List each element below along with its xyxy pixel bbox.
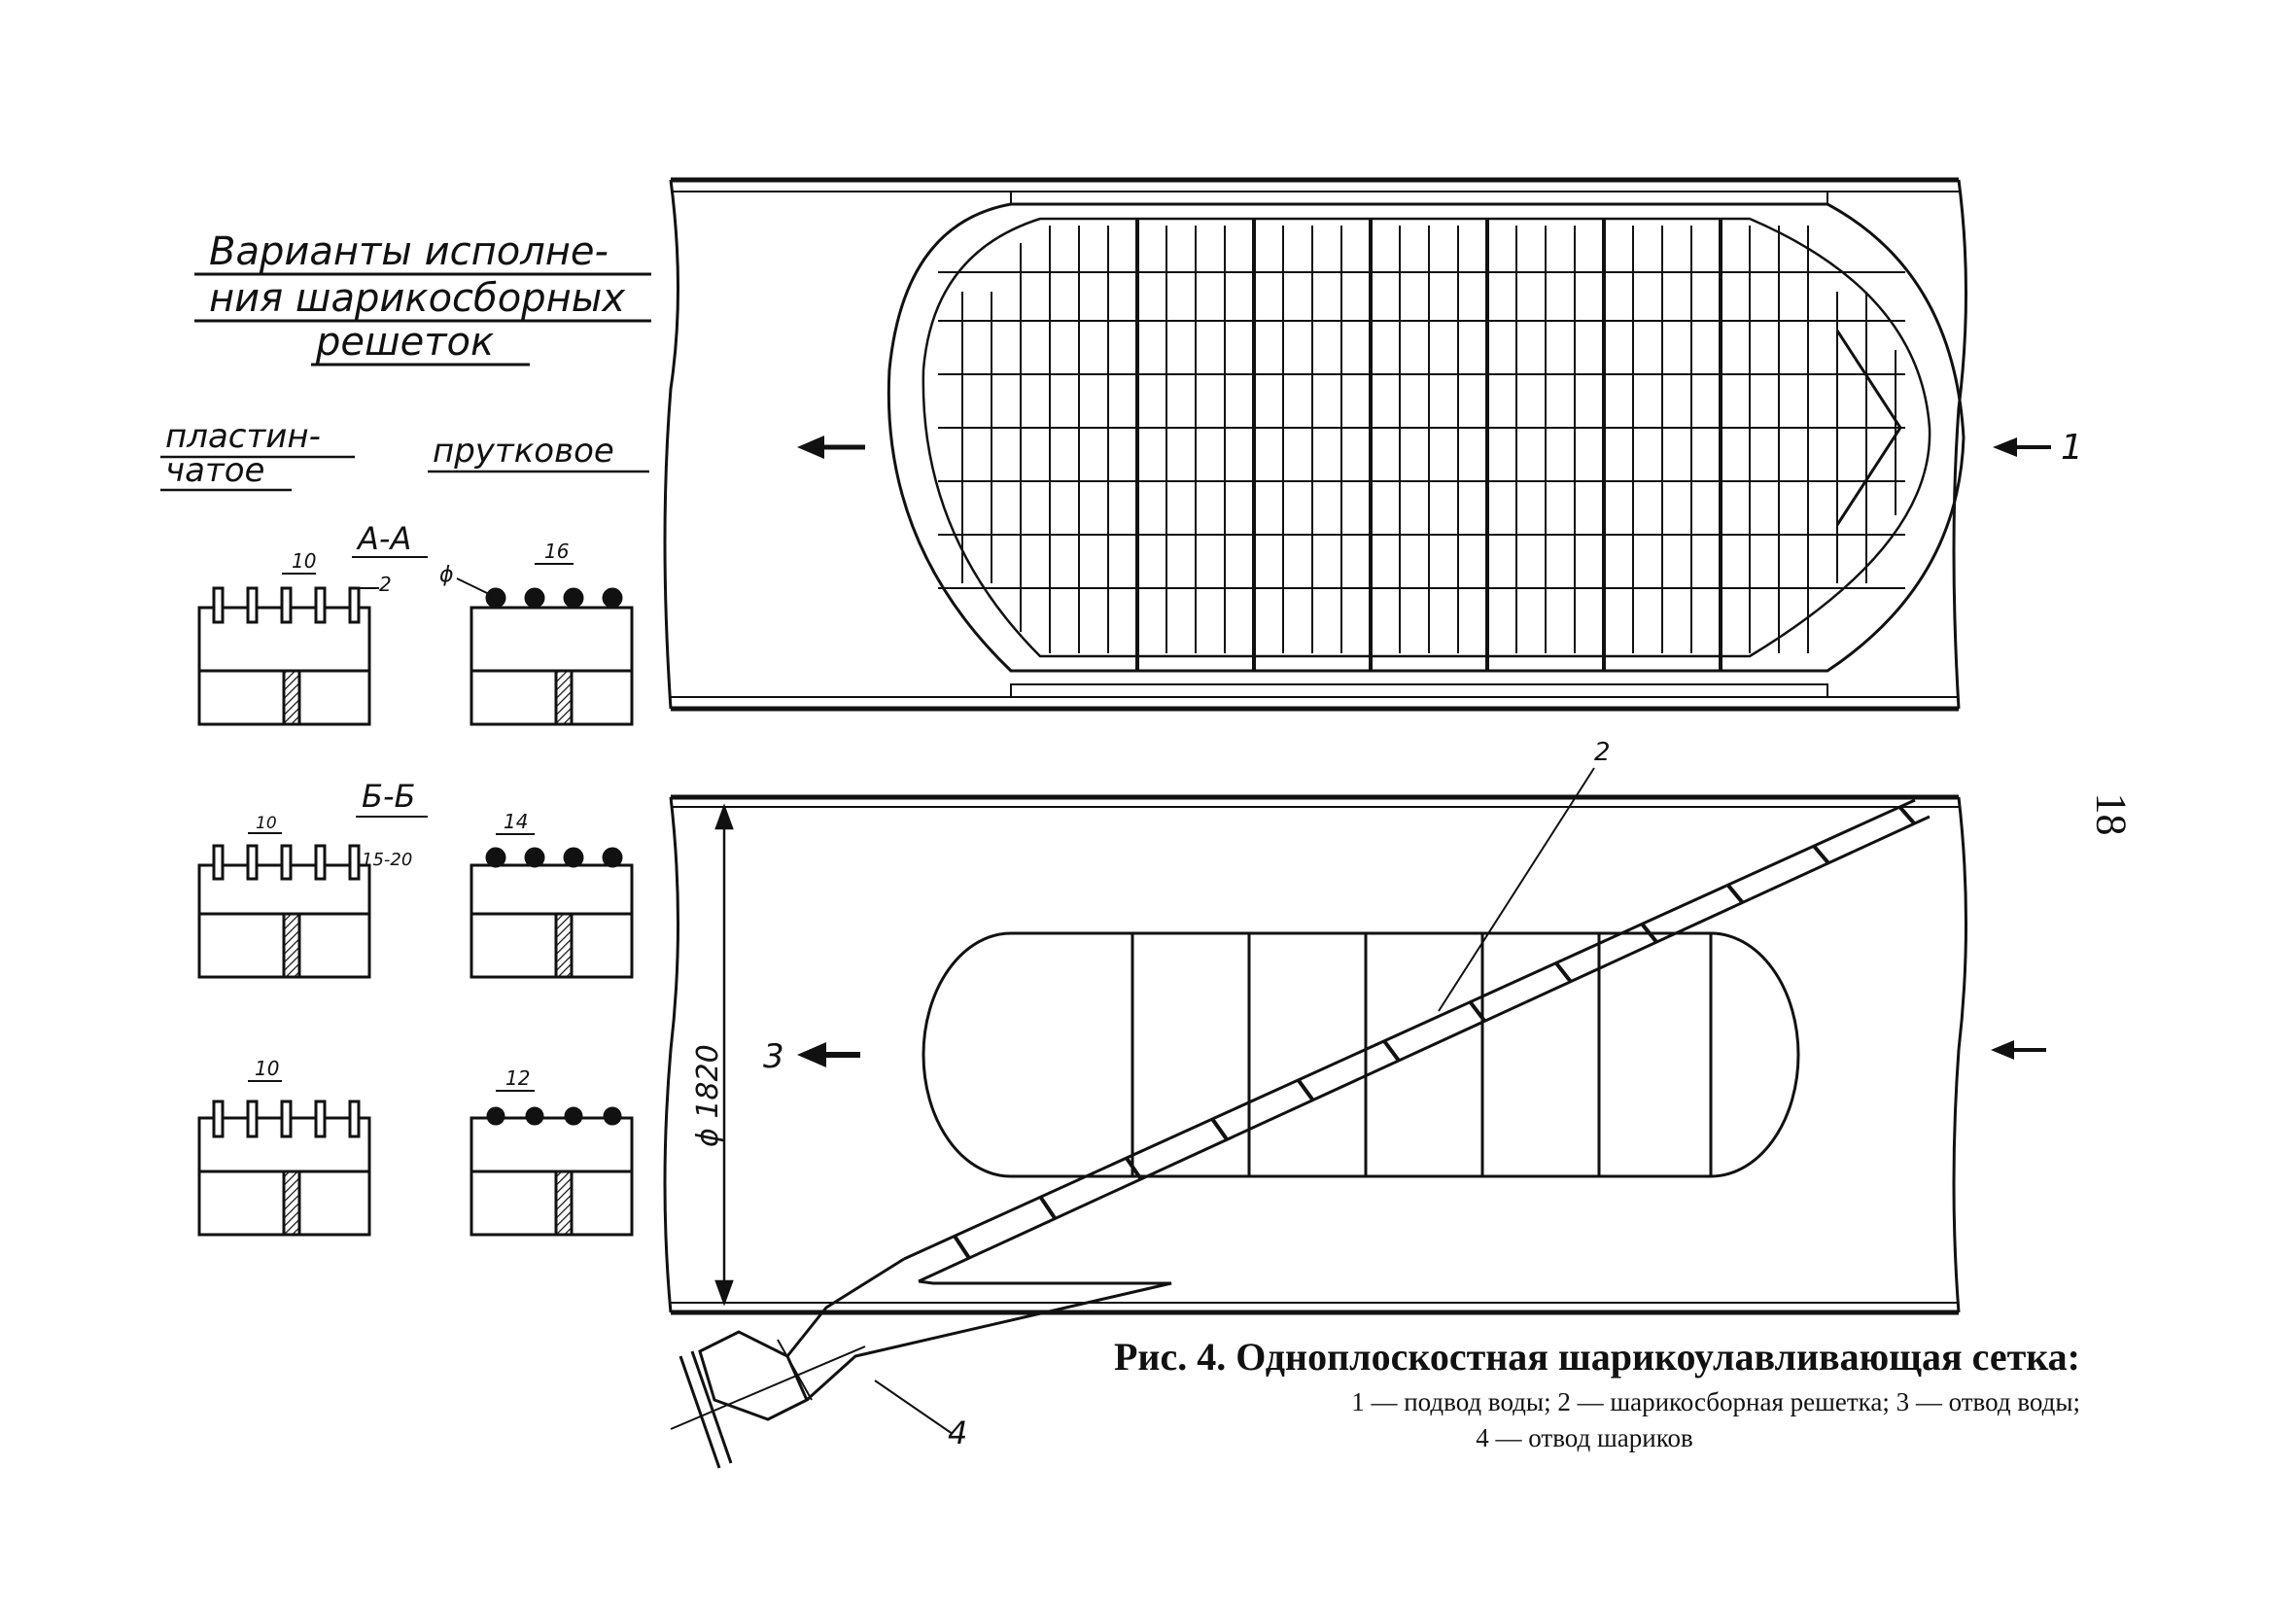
figure-caption: Рис. 4. Одноплоскостная шарикоулавливающ…: [1050, 1334, 2080, 1453]
top-flow-inlet-arrow: [1993, 437, 2051, 457]
caption-title: Рис. 4. Одноплоскостная шарикоулавливающ…: [1113, 1335, 2080, 1379]
tube-rung: [1038, 1196, 1058, 1220]
top-flow-outlet-arrow: [797, 436, 865, 459]
dim-rod-pitch-3: 12: [505, 1066, 530, 1090]
label-grid-2: 2: [1594, 738, 1611, 767]
tube-rung: [1468, 1000, 1486, 1023]
dim-rod-pitch-1: 16: [544, 540, 569, 563]
tube-rung: [1125, 1157, 1143, 1180]
ball-outlet-nozzle: [670, 1257, 1172, 1469]
tube-rung: [1812, 844, 1830, 865]
dim-plate-pitch-3: 10: [255, 1057, 279, 1080]
tube-rung: [1897, 805, 1916, 825]
dim-plate-pitch-2: 10: [256, 814, 277, 833]
variants-heading: Варианты исполне- ния шарикосборных реше…: [194, 229, 651, 367]
heading-line-2: ния шарикосборных: [209, 276, 625, 321]
detail-rod-row-3: [470, 1090, 634, 1237]
label-inlet-1: 1: [2061, 428, 2083, 468]
tube-rung: [1640, 923, 1658, 944]
caption-legend-line-1: 1 — подвод воды; 2 — шарикосборная решет…: [1351, 1387, 2080, 1416]
top-view-pipe: [663, 177, 1967, 712]
label-balls-4: 4: [948, 1415, 967, 1451]
column-rod: прутковое: [433, 432, 614, 471]
heading-line-3: решеток: [315, 320, 494, 365]
bottom-flow-outlet-arrow: [797, 1042, 860, 1067]
leader-line-4: [874, 1380, 954, 1435]
section-label-bb: Б-Б: [362, 778, 415, 815]
tube-rung: [1210, 1117, 1229, 1141]
column-plate-line-1: пластин-: [165, 417, 321, 456]
inclined-grid-tube: [903, 798, 1931, 1283]
heading-line-1: Варианты исполне-: [209, 229, 609, 274]
detail-plate-row-1: [197, 573, 379, 726]
detail-rod-row-1: [456, 563, 634, 726]
dim-rod-pitch-2: 14: [504, 810, 528, 833]
bottom-view-grid: [922, 931, 1800, 1178]
section-label-aa: А-А: [356, 520, 411, 557]
diameter-dimension: [714, 803, 734, 1307]
detail-rod-row-2: [470, 833, 634, 979]
dim-diameter-1820: ϕ 1820: [691, 1044, 725, 1147]
bottom-flow-inlet-arrow: [1991, 1040, 2046, 1060]
caption-legend-line-2: 4 — отвод шариков: [1476, 1423, 1693, 1452]
tube-rung: [1296, 1078, 1315, 1101]
tube-rung: [1554, 961, 1573, 983]
detail-plate-row-3: [197, 1080, 371, 1237]
tube-rung: [1726, 884, 1745, 904]
detail-plate-row-2: [197, 832, 371, 979]
column-plate-line-2: чатое: [165, 451, 264, 490]
top-view-grid: [887, 202, 1966, 673]
dim-plate-gap-2: 15-20: [362, 850, 412, 870]
column-headers: пластин- чатое прутковое: [160, 417, 649, 492]
label-outlet-3: 3: [763, 1037, 784, 1076]
page-number: 18: [2087, 792, 2136, 836]
tube-rung: [1382, 1039, 1401, 1063]
dim-plate-thickness-1: 2: [379, 573, 392, 596]
tube-rung: [953, 1235, 971, 1260]
dim-rod-diameter: ϕ: [439, 563, 454, 587]
dim-plate-pitch-1: 10: [292, 549, 316, 573]
leader-line-2: [1438, 767, 1595, 1012]
bottom-view-pipe: [663, 794, 1967, 1315]
